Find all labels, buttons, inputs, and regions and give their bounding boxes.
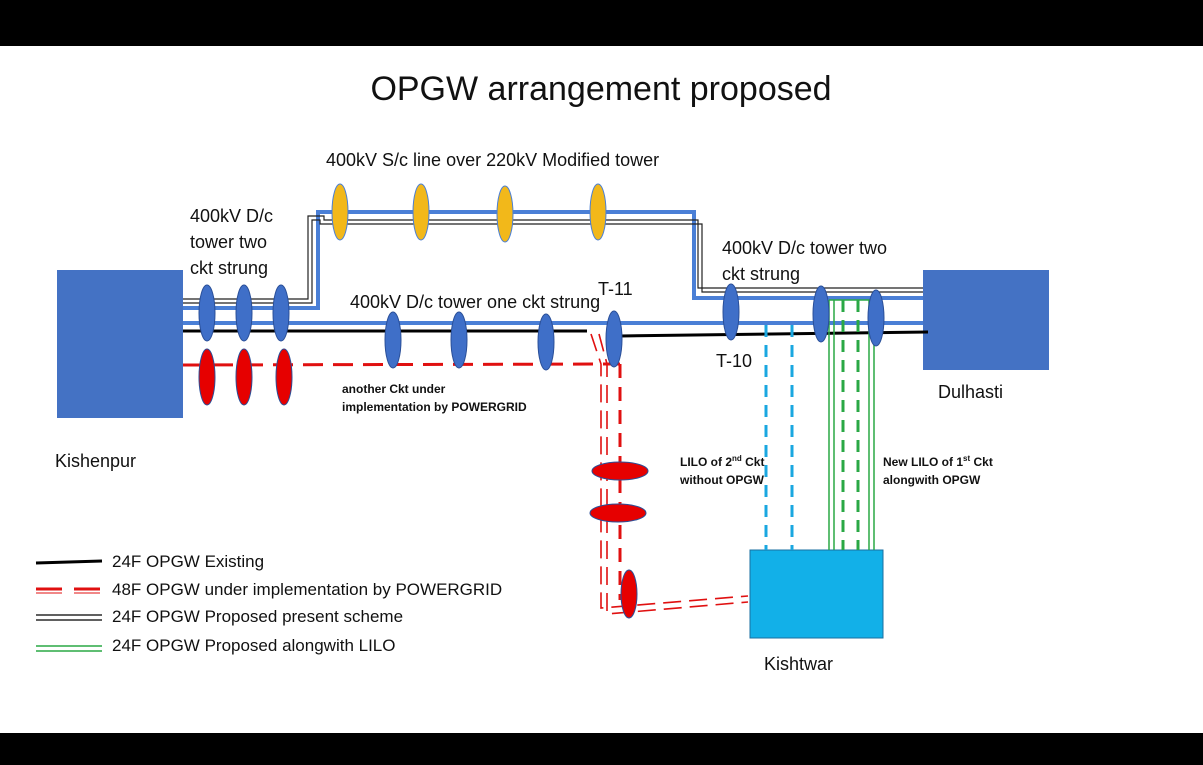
kishtwar-label: Kishtwar xyxy=(764,654,833,674)
top-letterbox-bar xyxy=(0,0,1203,46)
dulhasti-label: Dulhasti xyxy=(938,382,1003,402)
upper-line-label: 400kV S/c line over 220kV Modified tower xyxy=(326,150,659,170)
kishenpur-substation xyxy=(57,270,183,418)
legend-label-lilo: 24F OPGW Proposed alongwith LILO xyxy=(112,636,395,655)
legend-swatch-existing xyxy=(35,559,103,565)
tower-t11-label: T-11 xyxy=(598,279,633,299)
another-ckt-label-1: another Ckt under xyxy=(342,382,446,396)
kishenpur-label: Kishenpur xyxy=(55,451,136,471)
lilo1-opgw-lines xyxy=(828,299,875,550)
red-insulators xyxy=(198,348,649,619)
proposed-opgw-upper-b xyxy=(183,215,923,300)
bottom-letterbox-bar xyxy=(0,733,1203,765)
legend-label-powergrid: 48F OPGW under implementation by POWERGR… xyxy=(112,580,502,599)
lilo2-label-1: LILO of 2nd Ckt xyxy=(680,454,764,469)
left-dc-label-3: ckt strung xyxy=(190,258,268,278)
powergrid-opgw-double-b xyxy=(598,333,749,615)
proposed-opgw-upper-a xyxy=(183,219,923,304)
left-dc-label-2: tower two xyxy=(190,232,267,252)
middle-line-label: 400kV D/c tower one ckt strung xyxy=(350,292,600,312)
tower-t10-label: T-10 xyxy=(716,351,752,371)
upper-line-insulators xyxy=(331,183,607,243)
right-dc-label-1: 400kV D/c tower two xyxy=(722,238,887,258)
lilo2-label-2: without OPGW xyxy=(679,473,765,487)
legend-label-existing: 24F OPGW Existing xyxy=(112,552,264,571)
another-ckt-label-2: implementation by POWERGRID xyxy=(342,400,527,414)
right-dc-label-2: ckt strung xyxy=(722,264,800,284)
diagram-title: OPGW arrangement proposed xyxy=(370,70,831,108)
dulhasti-substation xyxy=(923,270,1049,370)
legend: 24F OPGW Existing 48F OPGW under impleme… xyxy=(35,552,502,655)
lilo1-label-2: alongwith OPGW xyxy=(883,473,981,487)
lilo1-label-1: New LILO of 1st Ckt xyxy=(883,454,993,469)
left-dc-label-1: 400kV D/c xyxy=(190,206,273,226)
blue-insulators xyxy=(198,283,885,371)
kishtwar-substation xyxy=(749,549,884,639)
powergrid-opgw-double-a xyxy=(590,333,749,609)
legend-label-proposed: 24F OPGW Proposed present scheme xyxy=(112,607,403,626)
